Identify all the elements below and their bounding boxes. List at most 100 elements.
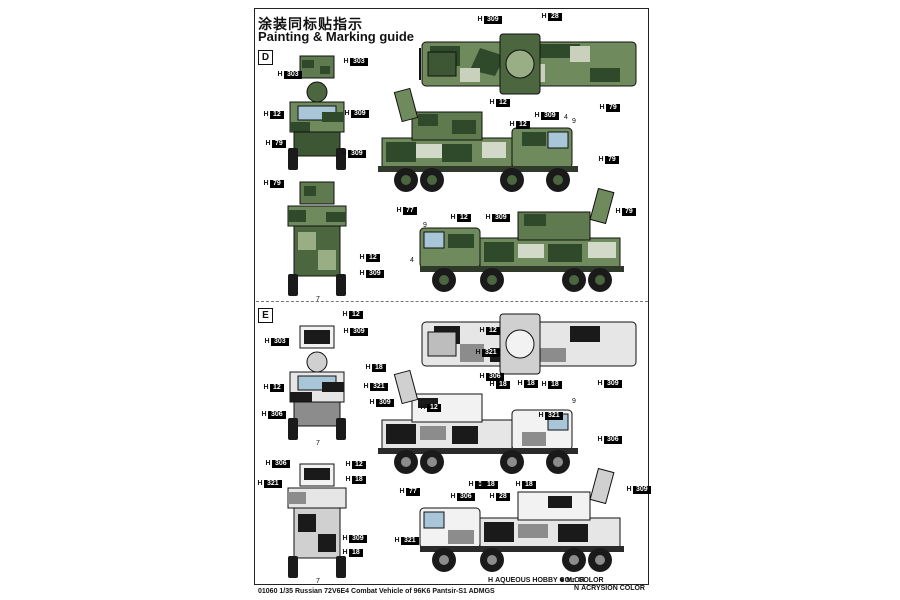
color-tag-code: 12 — [352, 461, 366, 469]
color-tag-code: 12 — [427, 404, 441, 412]
color-tag-prefix: H — [479, 327, 485, 334]
color-tag-code: 303 — [284, 71, 302, 79]
color-tag-prefix: H — [341, 150, 347, 157]
color-tag-prefix: H — [475, 349, 481, 356]
color-tag-code: 77 — [406, 488, 420, 496]
part-number: 9 — [572, 118, 576, 125]
legend-aqueous-label: AQUEOUS HOBBY COLOR — [495, 577, 585, 584]
color-tag-code: 309 — [350, 328, 368, 336]
legend-mr-color-label: Mr. COLOR — [566, 577, 604, 584]
color-tag-prefix: H — [363, 383, 369, 390]
title-chinese: 涂装同标贴指示 — [258, 16, 363, 32]
color-tag-code: 306 — [457, 493, 475, 501]
color-tag-code: 18 — [524, 380, 538, 388]
color-tag-prefix: H — [468, 481, 474, 488]
color-tag-code: 306 — [486, 373, 504, 381]
color-tag-prefix: H — [394, 537, 400, 544]
color-tag-prefix: H — [399, 488, 405, 495]
color-tag-code: 18 — [548, 381, 562, 389]
vehicle-d-side-view-right — [378, 87, 578, 192]
color-tag-code: 18 — [484, 481, 498, 489]
vehicle-d-front-view — [288, 55, 346, 170]
footer-kit-info: 01060 1/35 Russian 72V6E4 Combat Vehicle… — [258, 588, 495, 595]
color-tag-prefix: H — [359, 254, 365, 261]
color-tag-code: 309 — [633, 486, 651, 494]
color-tag-prefix: H — [485, 214, 491, 221]
color-tag-prefix: H — [489, 493, 495, 500]
color-tag-code: 79 — [605, 156, 619, 164]
color-tag-prefix: H — [342, 535, 348, 542]
color-tag-code: 18 — [522, 481, 536, 489]
section-divider — [256, 301, 648, 302]
color-tag-prefix: H — [342, 549, 348, 556]
color-tag-code: 12 — [496, 99, 510, 107]
color-tag-prefix: H — [261, 411, 267, 418]
color-tag-prefix: H — [517, 380, 523, 387]
color-tag-code: 309 — [604, 380, 622, 388]
color-tag-prefix: H — [396, 207, 402, 214]
color-tag-code: 79 — [622, 208, 636, 216]
color-tag-code: 12 — [366, 254, 380, 262]
color-tag-prefix: H — [265, 140, 271, 147]
color-tag-prefix: H — [345, 476, 351, 483]
legend-mr-color: ■ Mr. COLOR — [560, 577, 604, 584]
color-tag-code: 18 — [496, 381, 510, 389]
part-number: 7 — [316, 440, 320, 447]
color-tag-prefix: H — [420, 404, 426, 411]
color-tag-prefix: H — [344, 110, 350, 117]
color-tag-code: 28 — [496, 493, 510, 501]
color-tag-prefix: H — [541, 13, 547, 20]
color-tag-prefix: H — [597, 380, 603, 387]
color-tag-code: 18 — [372, 364, 386, 372]
color-tag-code: 12 — [270, 111, 284, 119]
color-tag-code: 12 — [486, 327, 500, 335]
color-tag-code: 309 — [492, 214, 510, 222]
color-tag-code: 79 — [270, 180, 284, 188]
vehicle-d-top-view — [419, 33, 637, 95]
part-number: 7 — [316, 296, 320, 303]
color-tag-prefix: H — [265, 460, 271, 467]
color-tag-code: 309 — [376, 399, 394, 407]
color-tag-code: 77 — [403, 207, 417, 215]
color-tag-prefix: H — [257, 480, 263, 487]
color-tag-prefix: H — [489, 381, 495, 388]
color-tag-code: 321 — [545, 412, 563, 420]
color-tag-code: 309 — [484, 16, 502, 24]
color-tag-code: 303 — [350, 58, 368, 66]
color-tag-prefix: H — [477, 481, 483, 488]
color-tag-prefix: H — [489, 99, 495, 106]
